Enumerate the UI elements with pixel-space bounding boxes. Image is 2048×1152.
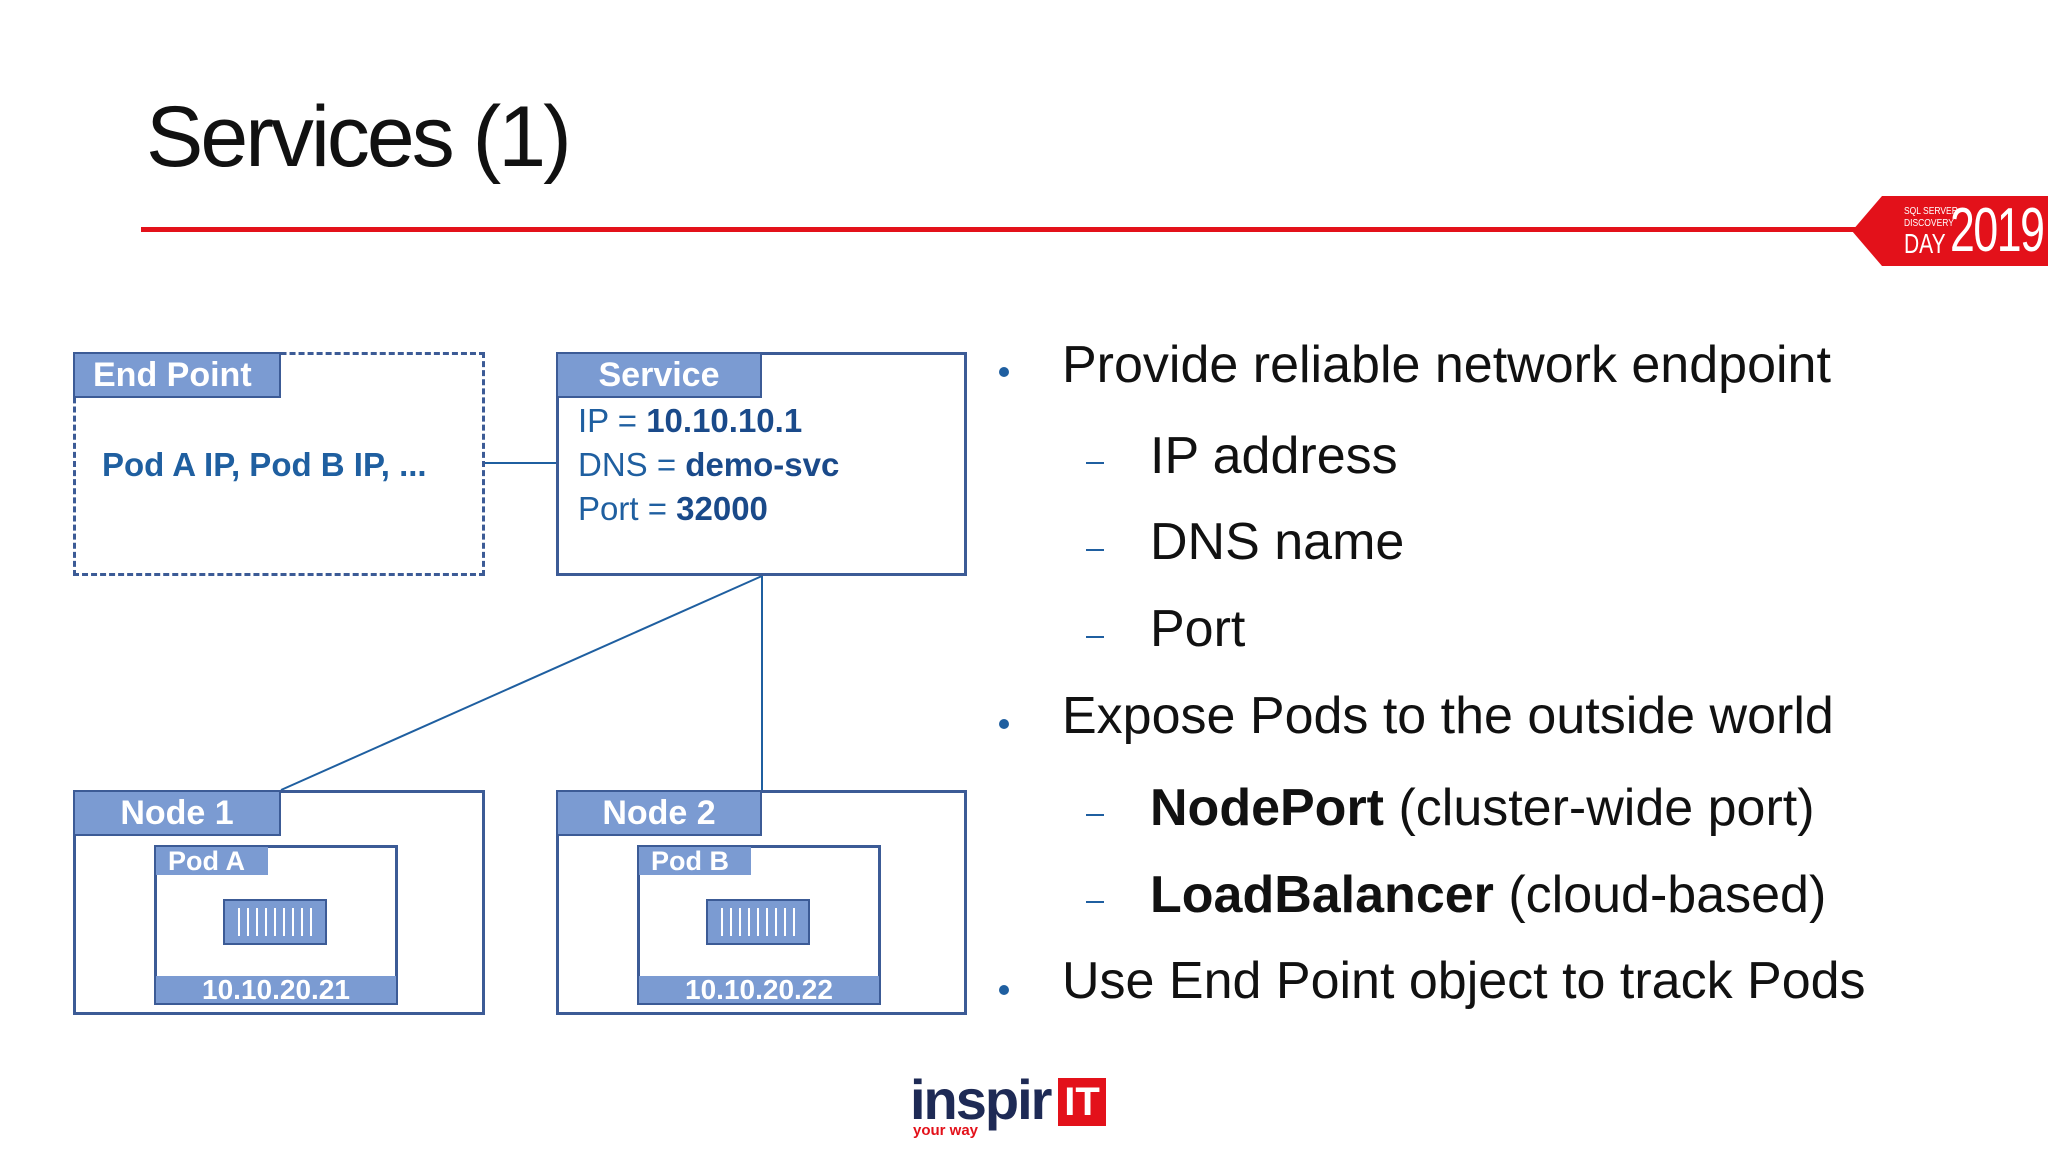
- title-underline: [141, 227, 1863, 232]
- service-ip-value: 10.10.10.1: [646, 402, 803, 439]
- inspirit-logo-mark: IT: [1058, 1078, 1106, 1126]
- event-badge-line1: SQL SERVER: [1904, 206, 1958, 217]
- sub-bullet-loadbalancer-text: (cloud-based): [1493, 866, 1827, 924]
- sub-bullet-dash: [1086, 814, 1104, 816]
- slide-title: Services (1): [146, 89, 572, 185]
- bullet-dot: [999, 985, 1009, 995]
- event-badge: [1852, 196, 2048, 266]
- inspirit-logo-tagline: your way: [913, 1122, 979, 1139]
- pod-b-ip: 10.10.20.22: [639, 975, 879, 1003]
- event-badge-line2: DISCOVERY: [1904, 218, 1954, 229]
- endpoint-tab: End Point: [73, 352, 281, 398]
- event-badge-year: 2019: [1950, 196, 2045, 265]
- service-ip-line: IP = 10.10.10.1: [578, 402, 802, 440]
- node-1-tab: Node 1: [73, 790, 281, 836]
- service-port-value: 32000: [676, 490, 768, 527]
- pod-b-container-icon: [706, 899, 810, 945]
- sub-bullet-nodeport: NodePort (cluster-wide port): [1150, 782, 1815, 834]
- bullet-3-text: Use End Point object to track Pods: [1062, 952, 1866, 1010]
- endpoint-content: Pod A IP, Pod B IP, ...: [102, 446, 427, 483]
- sub-bullet-dash: [1086, 636, 1104, 638]
- sub-bullet-dns-name: DNS name: [1150, 513, 1405, 571]
- sub-bullet-ip-address: IP address: [1150, 427, 1398, 485]
- node-2-tab: Node 2: [556, 790, 762, 836]
- sub-bullet-loadbalancer: LoadBalancer (cloud-based): [1150, 869, 1826, 921]
- service-dns-key: DNS =: [578, 446, 686, 483]
- sub-bullet-nodeport-bold: NodePort: [1150, 779, 1384, 837]
- service-tab: Service: [556, 352, 762, 398]
- pod-b-tab: Pod B: [639, 847, 751, 875]
- pod-a-ip: 10.10.20.21: [156, 975, 396, 1003]
- service-port-line: Port = 32000: [578, 490, 768, 528]
- bullet-1-text: Provide reliable network endpoint: [1062, 336, 1831, 394]
- service-dns-line: DNS = demo-svc: [578, 446, 839, 484]
- sub-bullet-port: Port: [1150, 600, 1246, 658]
- sub-bullet-dash: [1086, 462, 1104, 464]
- pod-a-tab: Pod A: [156, 847, 268, 875]
- event-badge-day: DAY: [1904, 228, 1946, 259]
- pod-a-container-icon: [223, 899, 327, 945]
- service-port-key: Port =: [578, 490, 677, 527]
- service-ip-key: IP =: [578, 402, 647, 439]
- bullet-dot: [999, 367, 1009, 377]
- inspirit-logo-word: inspir: [910, 1068, 1052, 1131]
- service-dns-value: demo-svc: [685, 446, 840, 483]
- bullet-2-text: Expose Pods to the outside world: [1062, 687, 1834, 745]
- sub-bullet-dash: [1086, 549, 1104, 551]
- sub-bullet-loadbalancer-bold: LoadBalancer: [1150, 866, 1494, 924]
- service-node1-connector: [280, 575, 763, 791]
- sub-bullet-dash: [1086, 901, 1104, 903]
- sub-bullet-nodeport-text: (cluster-wide port): [1384, 779, 1815, 837]
- bullet-dot: [999, 719, 1009, 729]
